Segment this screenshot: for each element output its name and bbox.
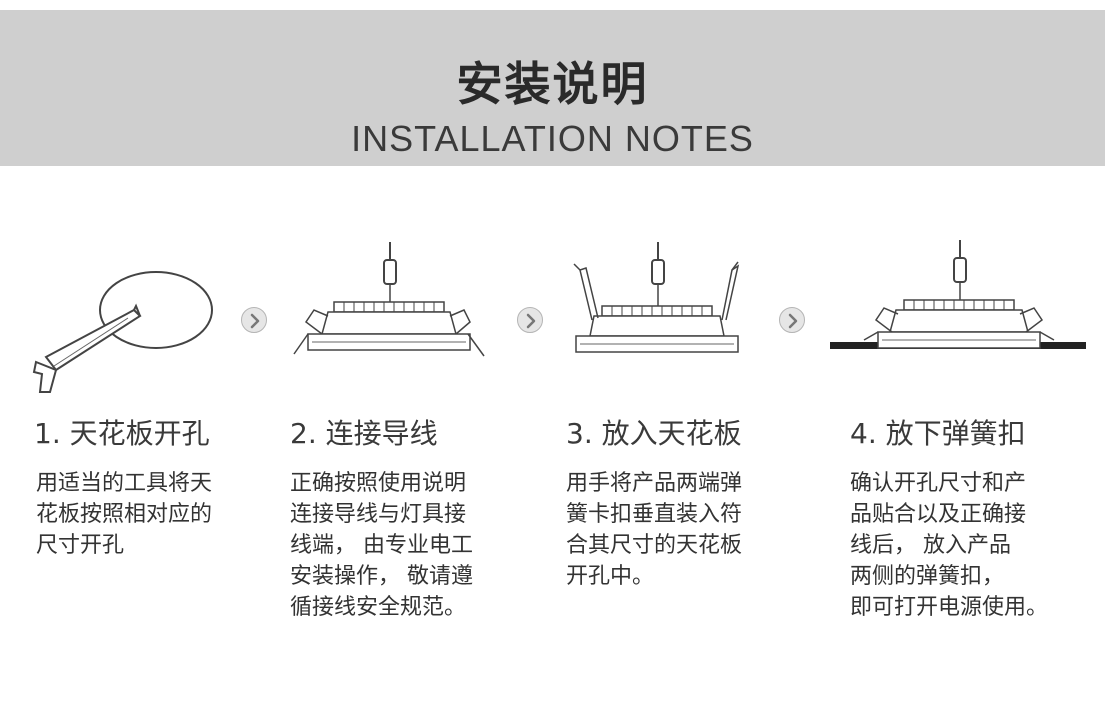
- step4-illustration: [830, 240, 1086, 349]
- hole-outline: [99, 271, 213, 349]
- lamp-body: [889, 309, 1029, 333]
- chevron-right-circle-icon: [241, 307, 267, 333]
- step-4-title: 4. 放下弹簧扣: [850, 417, 1026, 450]
- page-subtitle: INSTALLATION NOTES: [351, 118, 754, 159]
- heatsink: [333, 301, 445, 313]
- spring-clip-left: [304, 309, 329, 335]
- page-title: 安装说明: [456, 57, 649, 111]
- chevron-right-circle-icon: [517, 307, 543, 333]
- step-3-desc-line: 开孔中。: [566, 564, 655, 589]
- step-3-desc-line: 合其尺寸的天花板: [566, 533, 743, 558]
- spring-clip-left: [579, 267, 599, 321]
- step-2-desc-line: 正确按照使用说明: [290, 471, 467, 496]
- step-1-desc-line: 尺寸开孔: [36, 533, 125, 558]
- step-2-desc-line: 线端， 由专业电工: [290, 533, 473, 558]
- step-4-desc-line: 两侧的弹簧扣，: [850, 564, 1005, 589]
- step-4-desc-line: 品贴合以及正确接: [850, 502, 1027, 527]
- step-2-title: 2. 连接导线: [290, 417, 438, 450]
- step-3-desc-line: 簧卡扣垂直装入符: [566, 502, 743, 527]
- connector: [383, 259, 397, 285]
- heatsink: [601, 305, 713, 317]
- step-1-title: 1. 天花板开孔: [34, 417, 210, 450]
- step-2-desc-line: 连接导线与灯具接: [290, 502, 467, 527]
- lamp-body: [589, 315, 725, 337]
- step-4-desc-line: 即可打开电源使用。: [850, 595, 1049, 620]
- step2-illustration: [293, 242, 485, 357]
- spring-clip-right: [449, 309, 471, 335]
- step-4-description: 确认开孔尺寸和产 品贴合以及正确接 线后， 放入产品 两侧的弹簧扣， 即可打开电…: [850, 468, 1048, 623]
- heatsink: [903, 299, 1015, 311]
- spring-clip-left: [874, 307, 899, 333]
- step-3-title: 3. 放入天花板: [566, 417, 742, 450]
- step-3-desc-line: 用手将产品两端弹: [566, 471, 743, 496]
- step-1-desc-line: 用适当的工具将天: [36, 471, 213, 496]
- step-3-description: 用手将产品两端弹 簧卡扣垂直装入符 合其尺寸的天花板 开孔中。: [566, 468, 742, 592]
- step1-illustration: [32, 271, 213, 393]
- spring-clip-right: [1019, 307, 1044, 333]
- saw-handle: [32, 360, 58, 393]
- header-banner: 安装说明 INSTALLATION NOTES: [0, 10, 1105, 166]
- step-2-desc-line: 循接线安全规范。: [290, 595, 467, 620]
- step-2-description: 正确按照使用说明 连接导线与灯具接 线端， 由专业电工 安装操作， 敬请遵 循接…: [290, 468, 473, 623]
- step-4-desc-line: 确认开孔尺寸和产: [850, 471, 1027, 496]
- lamp-body: [321, 311, 457, 335]
- step-4-desc-line: 线后， 放入产品: [850, 533, 1011, 558]
- step-1-description: 用适当的工具将天 花板按照相对应的 尺寸开孔: [36, 468, 212, 561]
- step-2-desc-line: 安装操作， 敬请遵: [290, 564, 473, 589]
- chevron-right-circle-icon: [779, 307, 805, 333]
- spring-clip-right: [721, 264, 740, 321]
- connector: [651, 259, 665, 285]
- step-1-desc-line: 花板按照相对应的: [36, 502, 213, 527]
- connector: [953, 257, 967, 283]
- step3-illustration: [573, 242, 740, 353]
